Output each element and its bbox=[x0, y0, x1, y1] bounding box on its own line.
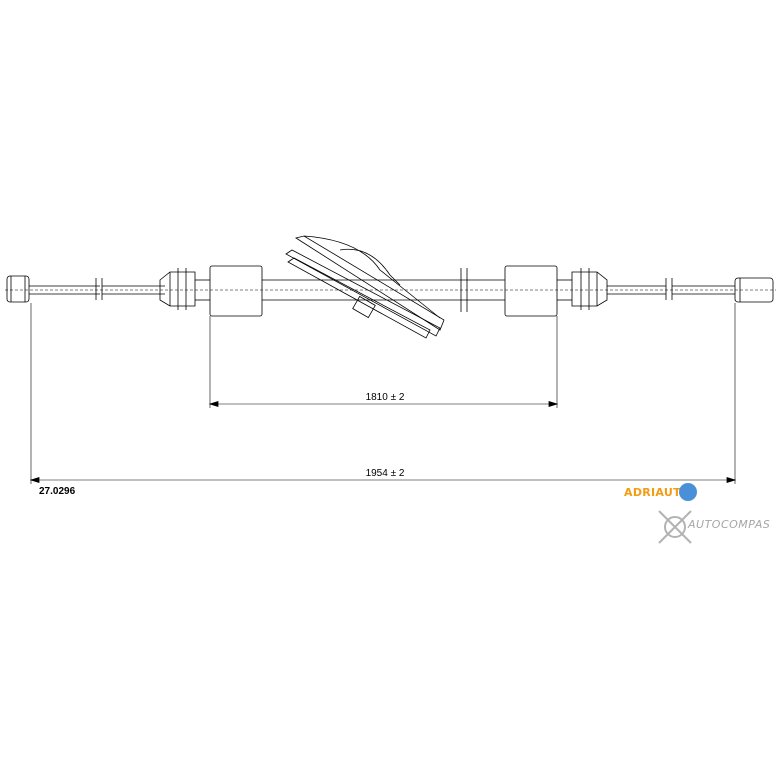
right-end-fitting bbox=[607, 277, 774, 303]
autocompas-logo-icon bbox=[658, 510, 692, 544]
brand-badge-icon bbox=[679, 483, 697, 501]
dimension-line-inner bbox=[208, 400, 559, 408]
right-ferrule bbox=[557, 268, 608, 310]
part-number: 27.0296 bbox=[39, 486, 76, 497]
manufacturer-logo: ADRIAUTO bbox=[624, 486, 691, 499]
dimension-line-overall bbox=[29, 476, 737, 484]
left-end-fitting bbox=[6, 275, 165, 303]
right-sleeve bbox=[504, 265, 558, 317]
left-sleeve bbox=[209, 265, 263, 317]
bracket-clip bbox=[285, 235, 445, 339]
left-ferrule bbox=[159, 268, 210, 310]
dimension-label-overall: 1954 ± 2 bbox=[366, 468, 405, 479]
conduit bbox=[262, 268, 505, 312]
dimension-label-inner: 1810 ± 2 bbox=[366, 392, 405, 403]
watermark: AUTOCOMPAS bbox=[688, 518, 771, 531]
